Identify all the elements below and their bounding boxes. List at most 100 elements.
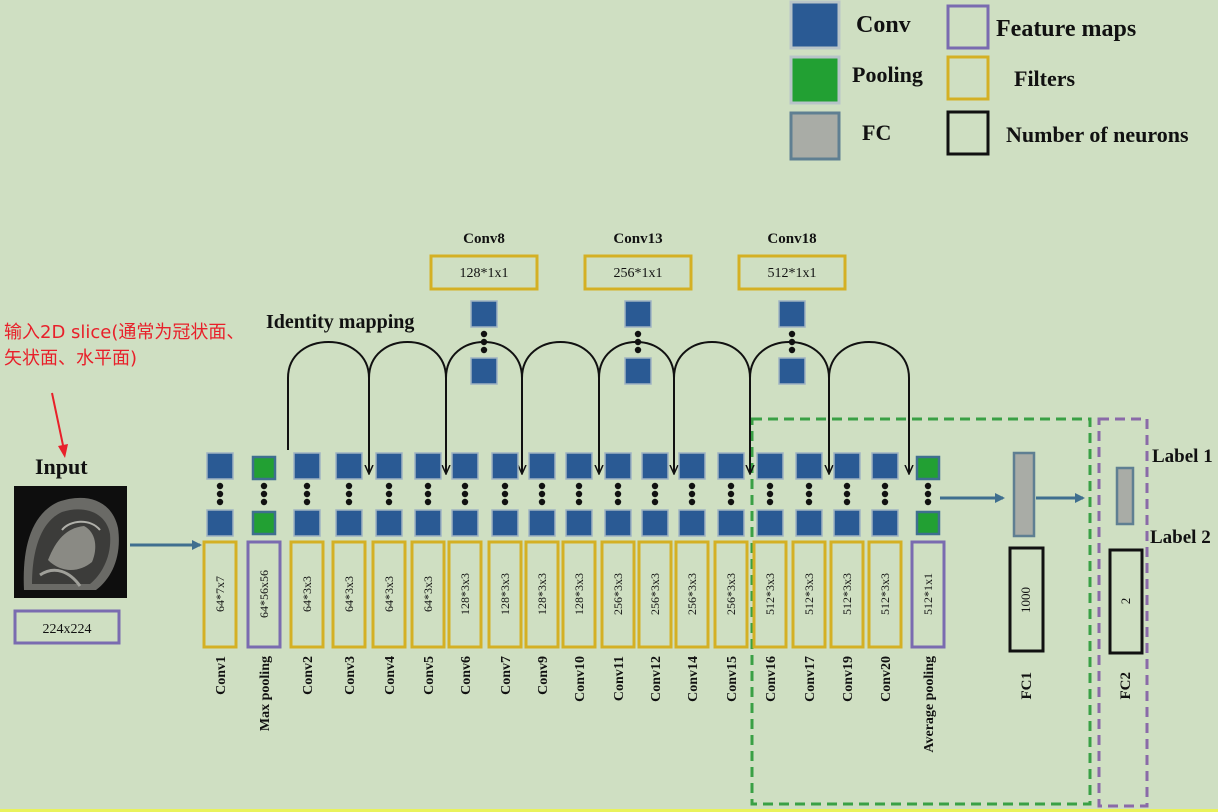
conv-block-bottom [778,357,806,385]
conv-block-bottom [414,509,442,537]
filter-box [447,540,483,649]
filter-label: 128*3x3 [535,573,549,615]
filter-label: 512*3x3 [840,573,854,615]
legend-fc-swatch [789,111,841,161]
conv-block-top [414,452,442,480]
shortcut-filter-box [583,254,693,291]
conv-block-bottom [375,509,403,537]
pool-block-top [251,455,277,481]
conv-block-bottom [293,509,321,537]
fc2-block [1115,466,1135,526]
conv-block-top [678,452,706,480]
identity-arc [673,341,750,472]
filter-label: 128*3x3 [498,573,512,615]
legend-feature-maps-label: Feature maps [996,16,1136,42]
identity-arc [828,341,909,472]
feature-map-box [246,540,282,649]
feature-map-box [910,540,946,649]
filter-label: 512*3x3 [763,573,777,615]
annotation-text: 输入2D slice(通常为冠状面、 矢状面、水平面) [4,320,244,372]
identity-arc [521,341,599,472]
conv-block-top [293,452,321,480]
fc2-label: FC2 [1118,672,1134,700]
conv-block-bottom [528,509,556,537]
layer-name: Conv17 [803,656,818,702]
ellipsis-dots [260,482,268,506]
legend-feature-maps-swatch [946,4,990,50]
filter-box [752,540,788,649]
ellipsis-dots [727,482,735,506]
ellipsis-dots [480,330,488,354]
conv-block-bottom [624,357,652,385]
conv-block-bottom [491,509,519,537]
filter-box [202,540,238,649]
filter-box [637,540,673,649]
conv-block-top [795,452,823,480]
conv-block-bottom [335,509,363,537]
conv-block-top [778,300,806,328]
filter-box [561,540,597,649]
fc2-neurons-box [1108,548,1144,655]
ellipsis-dots [788,330,796,354]
conv-block-bottom [833,509,861,537]
conv-block-top [528,452,556,480]
conv-block-top [206,452,234,480]
conv-block-top [335,452,363,480]
fc2-neurons-label: 2 [1118,598,1133,605]
conv-block-bottom [604,509,632,537]
conv-block-bottom [756,509,784,537]
layer-name: Conv12 [649,656,664,702]
fc1-block [1012,451,1036,538]
ellipsis-dots [614,482,622,506]
filter-box [674,540,710,649]
filter-box [791,540,827,649]
filter-box [371,540,407,649]
ellipsis-dots [216,482,224,506]
layer-name: Conv2 [301,656,316,695]
layer-name: Conv11 [612,656,627,701]
annotation-arrowhead [58,444,68,458]
input-label: Input [35,454,88,479]
conv-block-bottom [795,509,823,537]
conv-block-top [833,452,861,480]
identity-mapping-label: Identity mapping [266,311,414,333]
conv-block-bottom [717,509,745,537]
legend-conv-swatch [789,0,841,50]
filter-label: 256*3x3 [648,573,662,615]
filter-label: 64*56x56 [257,570,271,618]
shortcut-name: Conv8 [463,231,505,247]
filter-label: 512*3x3 [878,573,892,615]
conv-block-top [491,452,519,480]
shortcut-filter-box [429,254,539,291]
layer-name: Conv14 [686,656,701,702]
shortcut-filter-label: 512*1x1 [768,266,817,281]
filter-label: 64*3x3 [421,576,435,612]
conv-block-top [756,452,784,480]
ellipsis-dots [843,482,851,506]
ellipsis-dots [766,482,774,506]
input-image [14,486,127,598]
filter-label: 512*1x1 [921,573,935,615]
shortcut-filter-box [737,254,847,291]
ellipsis-dots [651,482,659,506]
ellipsis-dots [634,330,642,354]
filter-box [487,540,523,649]
legend-filters-swatch [946,55,990,101]
filter-label: 512*3x3 [802,573,816,615]
